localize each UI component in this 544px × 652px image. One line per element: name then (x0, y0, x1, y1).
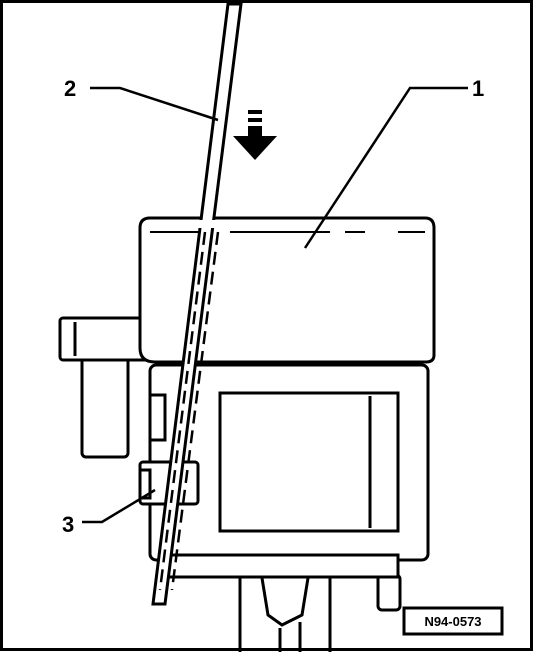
leader-line-2 (90, 86, 219, 122)
arrow-down-icon (233, 110, 277, 160)
connector-plug (238, 573, 402, 652)
plug-stem (278, 622, 302, 652)
plug-outline (238, 575, 332, 652)
callout-label-2: 2 (64, 76, 76, 101)
leader-line-3 (82, 488, 156, 524)
relay-base (148, 363, 430, 579)
arrow-stem (248, 126, 262, 138)
locking-tab-edge (140, 468, 152, 500)
callout-label-1: 1 (472, 76, 484, 101)
leader-line-1 (303, 86, 468, 249)
relay-cap-body (138, 216, 436, 364)
arrow-tail-bar-1 (248, 110, 262, 114)
relay-cap (138, 216, 436, 364)
tool-hidden-edge-left (158, 231, 207, 591)
side-pin (376, 573, 402, 612)
bracket-leg (80, 350, 130, 459)
relay-base-foot (158, 553, 400, 579)
callout-label-3: 3 (62, 512, 74, 537)
tool-mask (196, 220, 226, 228)
base-notch-upper (150, 393, 167, 442)
figure-code: N94-0573 (424, 614, 481, 629)
plug-inner-left (260, 577, 310, 627)
tool-hidden-edge-right (170, 231, 220, 591)
leader-lines (82, 86, 468, 524)
figure-code-badge: N94-0573 (402, 606, 504, 636)
arrow-head (233, 136, 277, 160)
figure-code-box (402, 606, 504, 636)
relay-window (218, 391, 400, 533)
release-tool (151, 2, 243, 606)
arrow-tail-bar-2 (248, 118, 262, 122)
